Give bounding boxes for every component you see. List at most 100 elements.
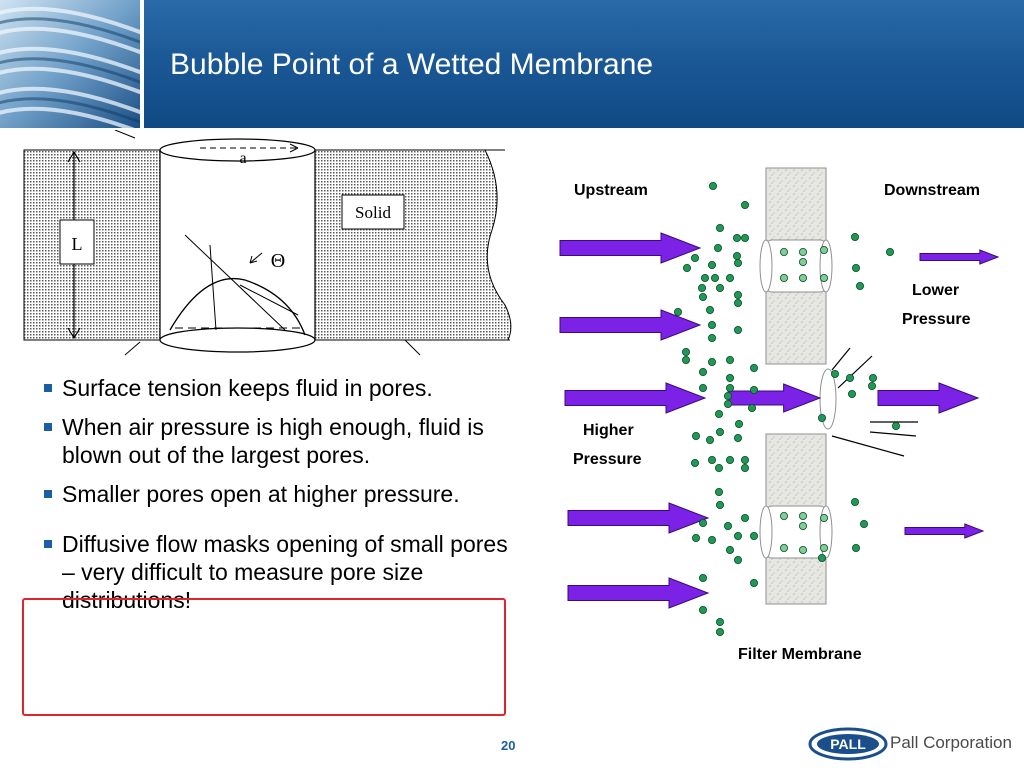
lower-pressure-label-line2: Pressure	[902, 311, 971, 328]
bubble-dot	[798, 545, 807, 554]
bubble-dot	[740, 463, 749, 472]
bubble-dot	[707, 333, 716, 342]
bubble-dot	[681, 355, 690, 364]
bubble-dot	[798, 258, 807, 267]
bubble-dot	[705, 435, 714, 444]
bubble-dot	[682, 264, 691, 273]
filter-membrane-label: Filter Membrane	[738, 646, 862, 663]
length-label: L	[72, 234, 83, 254]
bubble-dot	[715, 224, 724, 233]
bullet-text: When air pressure is high enough, fluid …	[62, 414, 484, 468]
bubble-dot	[779, 248, 788, 257]
bubble-dot	[798, 511, 807, 520]
bubble-dot	[707, 320, 716, 329]
logo-text: PALL	[830, 736, 866, 752]
bubble-dot	[725, 274, 734, 283]
bubble-dot	[855, 282, 864, 291]
company-name: Pall Corporation	[890, 733, 1012, 752]
bullet-text: Smaller pores open at higher pressure.	[62, 481, 460, 507]
bubble-dot	[733, 259, 742, 268]
bubble-dot	[851, 264, 860, 273]
bubble-dot	[740, 455, 749, 464]
bubble-dot	[817, 413, 826, 422]
bubble-dot	[819, 246, 828, 255]
bubble-dot	[732, 252, 741, 261]
pall-logo-icon: PALL	[808, 727, 888, 761]
bubble-dot	[690, 458, 699, 467]
bullet-square-icon	[44, 384, 52, 392]
bubble-dot	[732, 234, 741, 243]
bubble-dot	[715, 500, 724, 509]
bubble-dot	[725, 355, 734, 364]
bubble-dot	[698, 518, 707, 527]
bubble-dot	[698, 367, 707, 376]
higher-pressure-label-line1: Higher	[583, 422, 634, 439]
bubble-dot	[715, 617, 724, 626]
page-number: 20	[501, 738, 516, 753]
bubble-dot	[725, 383, 734, 392]
bubble-dot	[740, 201, 749, 210]
bullet-square-icon	[44, 540, 52, 548]
bubble-dot	[673, 307, 682, 316]
bubble-dot	[710, 274, 719, 283]
bubble-dot	[690, 254, 699, 263]
bubble-dot	[698, 292, 707, 301]
bubble-dot	[847, 389, 856, 398]
bubble-dot	[714, 487, 723, 496]
higher-pressure-label-line2: Pressure	[573, 451, 642, 468]
radius-label: a	[239, 150, 246, 167]
flow-arrow	[559, 232, 702, 264]
bubble-dot	[798, 521, 807, 530]
highlight-box	[22, 598, 506, 716]
bubble-dot	[779, 511, 788, 520]
flow-arrow	[567, 502, 710, 534]
bullet-item: When air pressure is high enough, fluid …	[42, 413, 522, 469]
bubble-dot	[851, 543, 860, 552]
bubble-dot	[845, 373, 854, 382]
bubble-dot	[819, 513, 828, 522]
bubble-dot	[698, 383, 707, 392]
bubble-dot	[725, 373, 734, 382]
flow-arrows	[559, 232, 1000, 609]
bubble-dot	[698, 573, 707, 582]
bubble-dot	[733, 531, 742, 540]
bubble-dot	[779, 274, 788, 283]
bubble-dot	[859, 519, 868, 528]
header-bar: Bubble Point of a Wetted Membrane	[0, 0, 1024, 128]
bubble-dot	[723, 521, 732, 530]
bubble-dot	[749, 578, 758, 587]
bullet-item: Smaller pores open at higher pressure.	[42, 480, 522, 508]
downstream-label: Downstream	[884, 182, 981, 199]
bubble-dot	[713, 244, 722, 253]
bubble-dot	[734, 419, 743, 428]
bubble-dot	[749, 385, 758, 394]
flow-arrow	[727, 383, 822, 413]
bubble-dot	[700, 274, 709, 283]
bubble-dot	[733, 555, 742, 564]
bubble-dot	[714, 409, 723, 418]
bubble-dot	[830, 369, 839, 378]
filter-membrane-diagram	[559, 167, 1000, 636]
bubble-dot	[733, 433, 742, 442]
bullet-square-icon	[44, 423, 52, 431]
bubble-dot	[725, 545, 734, 554]
flow-arrow	[904, 523, 985, 539]
angle-label: Θ	[271, 250, 285, 272]
bubble-dot	[691, 431, 700, 440]
bullet-item: Diffusive flow masks opening of small po…	[42, 530, 522, 614]
flow-arrow	[567, 577, 710, 609]
bubble-dot	[691, 533, 700, 542]
flow-arrow	[559, 309, 702, 341]
bullet-text: Surface tension keeps fluid in pores.	[62, 375, 433, 401]
bubble-dot	[681, 347, 690, 356]
bubble-dot	[850, 233, 859, 242]
bubble-dot	[885, 248, 894, 257]
bubble-dot	[708, 181, 717, 190]
bubble-dot	[867, 381, 876, 390]
bubble-dot	[707, 357, 716, 366]
flow-arrow	[564, 382, 707, 414]
bubble-dot	[819, 274, 828, 283]
lower-pressure-label-line1: Lower	[912, 282, 960, 299]
flow-arrow	[919, 249, 1000, 265]
bullet-item: Surface tension keeps fluid in pores.	[42, 374, 522, 402]
